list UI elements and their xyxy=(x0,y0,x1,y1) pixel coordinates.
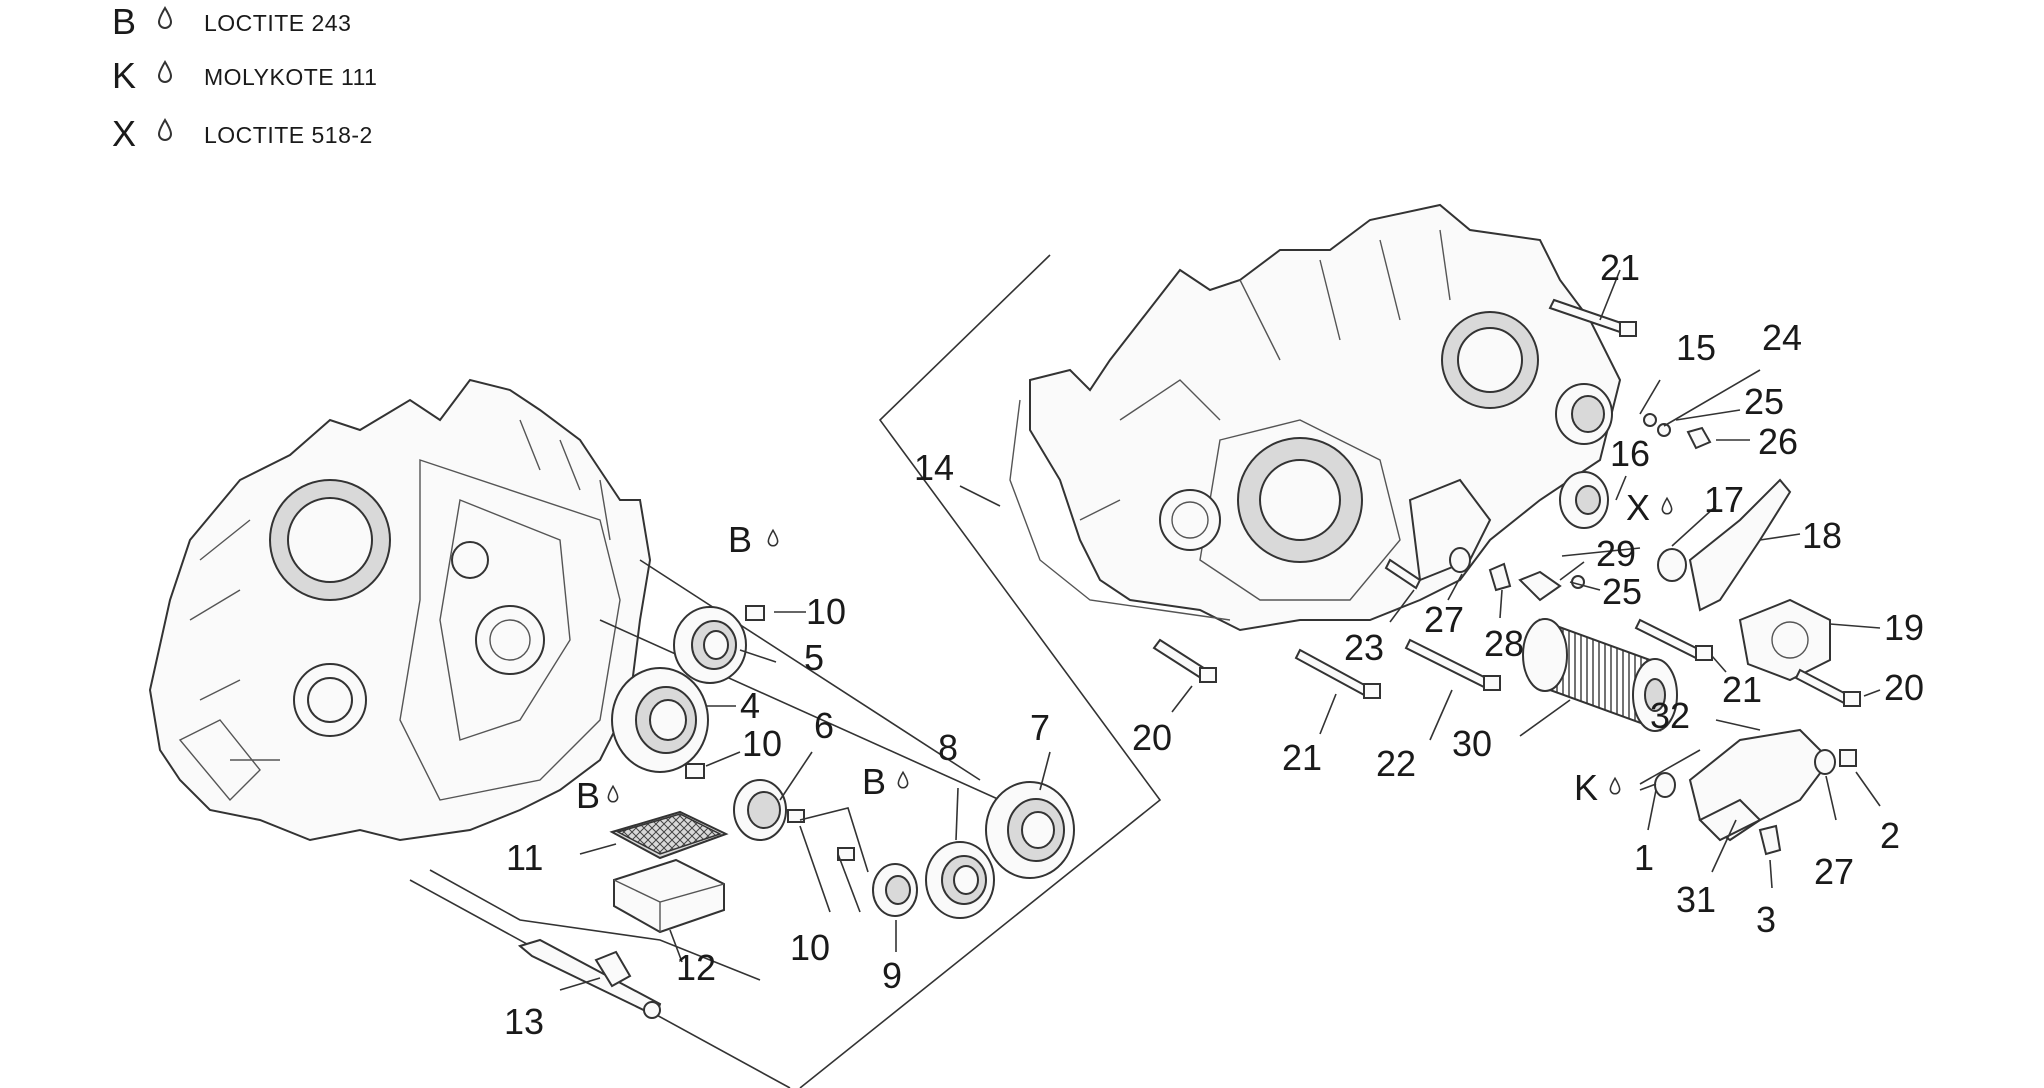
legend-code: K xyxy=(112,55,137,96)
callout-2: 2 xyxy=(1880,815,1900,856)
callout-30: 30 xyxy=(1452,723,1492,764)
callout-4: 4 xyxy=(740,685,760,726)
callout-21: 21 xyxy=(1600,247,1640,288)
callout-21: 21 xyxy=(1282,737,1322,778)
filter-11 xyxy=(609,810,729,860)
callout-16: 16 xyxy=(1610,433,1650,474)
callout-14: 14 xyxy=(914,447,954,488)
bearing-8 xyxy=(925,841,995,919)
callout-20: 20 xyxy=(1132,717,1172,758)
callout-10: 10 xyxy=(806,591,846,632)
drop-icon xyxy=(1609,777,1621,795)
marker-k: K xyxy=(1574,767,1598,808)
callout-6: 6 xyxy=(814,705,834,746)
callout-labels: 10 5 4 10 6 7 8 9 10 11 12 13 14 21 15 2… xyxy=(504,247,1924,1042)
drop-icon xyxy=(897,771,909,789)
legend-product: LOCTITE 518-2 xyxy=(204,122,373,148)
bearing-6 xyxy=(733,779,787,841)
callout-18: 18 xyxy=(1802,515,1842,556)
right-crankcase-half xyxy=(1009,203,1622,632)
oil-filter-30 xyxy=(1522,618,1678,732)
callout-28: 28 xyxy=(1484,623,1524,664)
drop-icon xyxy=(1661,497,1673,515)
callout-10: 10 xyxy=(790,927,830,968)
callout-8: 8 xyxy=(938,727,958,768)
legend-product: LOCTITE 243 xyxy=(204,10,352,36)
drop-icon xyxy=(157,6,173,29)
callout-31: 31 xyxy=(1676,879,1716,920)
legend-row-k: K MOLYKOTE 111 xyxy=(112,54,532,106)
callout-27: 27 xyxy=(1424,599,1464,640)
callout-21: 21 xyxy=(1722,669,1762,710)
callout-29: 29 xyxy=(1596,533,1636,574)
bearing-5 xyxy=(673,606,747,684)
legend-product: MOLYKOTE 111 xyxy=(204,64,378,90)
shaft-13 xyxy=(517,938,662,1019)
legend-row-b: B LOCTITE 243 xyxy=(112,0,532,52)
callout-7: 7 xyxy=(1030,707,1050,748)
bearing-4 xyxy=(611,667,709,773)
drop-icon xyxy=(767,529,779,547)
legend-code: B xyxy=(112,1,137,42)
legend-code: X xyxy=(112,113,137,154)
right-hardware xyxy=(1152,298,1861,856)
screw-10 xyxy=(685,605,855,861)
gasket-12 xyxy=(613,858,725,934)
callout-27: 27 xyxy=(1814,851,1854,892)
legend-row-x: X LOCTITE 518-2 xyxy=(112,112,532,164)
callout-22: 22 xyxy=(1376,743,1416,784)
callout-12: 12 xyxy=(676,947,716,988)
callout-15: 15 xyxy=(1676,327,1716,368)
marker-b: B xyxy=(576,775,600,816)
marker-x: X xyxy=(1626,487,1650,528)
callout-25: 25 xyxy=(1602,571,1642,612)
callout-13: 13 xyxy=(504,1001,544,1042)
drop-icon xyxy=(157,60,173,83)
callout-32: 32 xyxy=(1650,695,1690,736)
callout-5: 5 xyxy=(804,637,824,678)
callout-24: 24 xyxy=(1762,317,1802,358)
callout-19: 19 xyxy=(1884,607,1924,648)
leader-lines xyxy=(559,269,1881,991)
callout-25: 25 xyxy=(1744,381,1784,422)
drop-icon xyxy=(607,785,619,803)
callout-11: 11 xyxy=(506,837,543,878)
callout-23: 23 xyxy=(1344,627,1384,668)
marker-b: B xyxy=(862,761,886,802)
left-crankcase-half xyxy=(148,378,652,842)
seal-9 xyxy=(872,863,918,917)
callout-26: 26 xyxy=(1758,421,1798,462)
drop-icon xyxy=(157,118,173,141)
marker-b: B xyxy=(728,519,752,560)
callout-3: 3 xyxy=(1756,899,1776,940)
callout-10: 10 xyxy=(742,723,782,764)
callout-9: 9 xyxy=(882,955,902,996)
callout-1: 1 xyxy=(1634,837,1654,878)
bearing-7 xyxy=(985,781,1075,879)
callout-20: 20 xyxy=(1884,667,1924,708)
callout-17: 17 xyxy=(1704,479,1744,520)
